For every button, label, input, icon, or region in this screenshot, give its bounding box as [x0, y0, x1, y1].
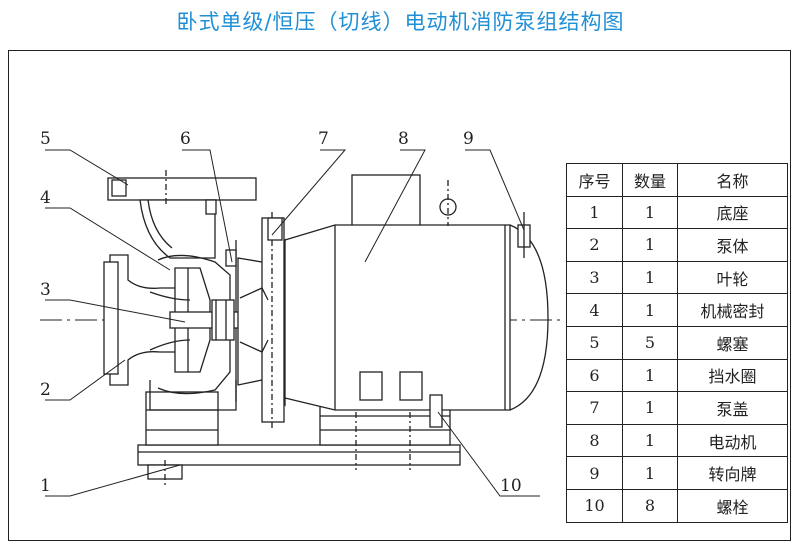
part-name: 挡水圈: [677, 358, 788, 393]
header-index: 序号: [566, 163, 623, 197]
part-name: 转向牌: [677, 456, 788, 490]
callout-10: 10: [500, 476, 522, 496]
part-name: 螺塞: [677, 325, 788, 360]
callout-3: 3: [40, 280, 51, 300]
part-quantity: 1: [622, 456, 678, 490]
part-index: 4: [566, 293, 623, 327]
drawing-frame: [8, 50, 791, 541]
part-quantity: 1: [622, 293, 678, 327]
part-name: 机械密封: [677, 293, 788, 327]
part-index: 1: [566, 195, 623, 230]
part-name: 螺栓: [677, 488, 788, 523]
diagram-title: 卧式单级/恒压（切线）电动机消防泵组结构图: [176, 10, 625, 34]
part-index: 8: [566, 423, 623, 458]
part-quantity: 1: [622, 228, 678, 262]
part-index: 9: [566, 456, 623, 490]
part-index: 5: [566, 325, 623, 360]
callout-1: 1: [40, 476, 51, 496]
callout-2: 2: [40, 380, 51, 400]
motor: [284, 174, 549, 411]
part-name: 电动机: [677, 423, 788, 458]
parts-table-header: 序号 数量 名称: [566, 163, 788, 197]
part-quantity: 8: [622, 488, 678, 523]
callout-4: 4: [40, 188, 51, 208]
part-quantity: 1: [622, 358, 678, 393]
part-index: 6: [566, 358, 623, 393]
leader-lines: [45, 149, 540, 497]
part-name: 泵体: [677, 228, 788, 262]
part-quantity: 1: [622, 195, 678, 230]
header-name: 名称: [677, 163, 788, 197]
callout-8: 8: [398, 129, 409, 149]
callout-9: 9: [463, 129, 474, 149]
part-index: 3: [566, 260, 623, 295]
callout-5: 5: [40, 129, 51, 149]
pump-casing: [103, 170, 257, 411]
header-quantity: 数量: [622, 163, 678, 197]
part-quantity: 1: [622, 391, 678, 425]
part-name: 叶轮: [677, 260, 788, 295]
part-quantity: 1: [622, 423, 678, 458]
pump-cover: [237, 212, 286, 430]
part-name: 底座: [677, 195, 788, 230]
part-index: 2: [566, 228, 623, 262]
part-index: 7: [566, 391, 623, 425]
callout-7: 7: [318, 129, 329, 149]
part-name: 泵盖: [677, 391, 788, 425]
part-index: 10: [566, 488, 623, 523]
part-quantity: 1: [622, 260, 678, 295]
callout-6: 6: [180, 129, 191, 149]
part-quantity: 5: [622, 325, 678, 360]
